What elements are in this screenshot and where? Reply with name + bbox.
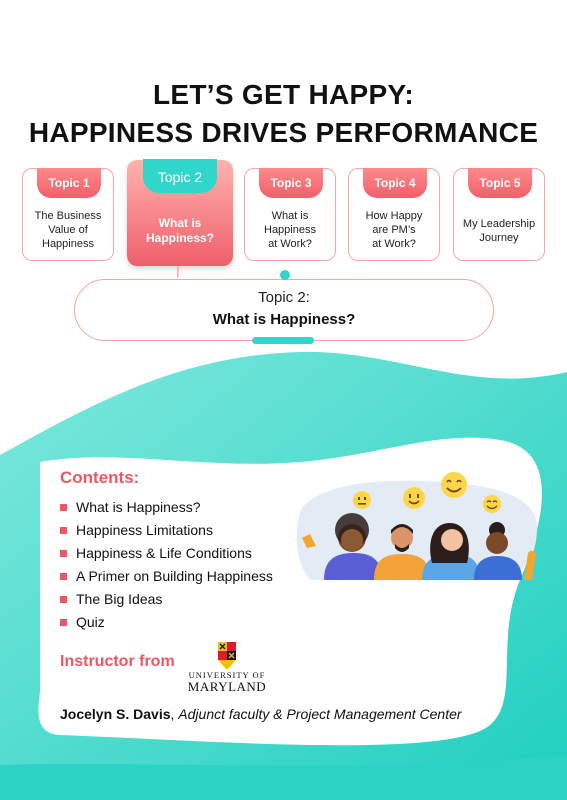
teal-bar-decoration — [252, 337, 314, 344]
topic-description: The Business Value of Happiness — [34, 210, 102, 250]
topic-connector-line — [177, 266, 179, 279]
topic-description: What is Happiness at Work? — [264, 210, 316, 250]
university-logo: UNIVERSITY OF MARYLAND — [186, 640, 268, 694]
contents-list: What is Happiness? Happiness Limitations… — [60, 496, 273, 634]
list-item: A Primer on Building Happiness — [60, 565, 273, 588]
topic-tab-label: Topic 1 — [37, 168, 101, 198]
topic-tab-label: Topic 3 — [259, 168, 323, 198]
topic-card-5[interactable]: Topic 5 My Leadership Journey — [453, 168, 545, 261]
list-item: Happiness & Life Conditions — [60, 542, 273, 565]
bullet-icon — [60, 619, 67, 626]
list-item: Quiz — [60, 611, 273, 634]
topic-card-3[interactable]: Topic 3 What is Happiness at Work? — [244, 168, 336, 261]
teal-dot-decoration — [280, 270, 290, 280]
topic-description: My Leadership Journey — [462, 218, 536, 244]
author-line: Jocelyn S. Davis, Adjunct faculty & Proj… — [60, 706, 462, 722]
bullet-icon — [60, 550, 67, 557]
logo-university-text: UNIVERSITY OF — [188, 670, 266, 680]
list-item: Happiness Limitations — [60, 519, 273, 542]
topic-card-1[interactable]: Topic 1 The Business Value of Happiness — [22, 168, 114, 261]
contents-heading: Contents: — [60, 468, 140, 487]
topic-card-2[interactable]: Topic 2 What is Happiness? — [127, 159, 233, 266]
bullet-icon — [60, 596, 67, 603]
list-item: The Big Ideas — [60, 588, 273, 611]
topic-tab-label: Topic 2 — [143, 159, 217, 193]
author-role: Adjunct faculty & Project Management Cen… — [178, 706, 462, 722]
page-title-line2: HAPPINESS DRIVES PERFORMANCE — [28, 117, 539, 148]
list-item: What is Happiness? — [60, 496, 273, 519]
emoji-icon — [353, 472, 501, 513]
bullet-icon — [60, 527, 67, 534]
maryland-shield-icon — [218, 642, 236, 670]
topic-tab-label: Topic 5 — [468, 168, 532, 198]
person-icon — [302, 513, 536, 580]
topic-description: How Happy are PM’s at Work? — [365, 210, 423, 250]
bullet-icon — [60, 573, 67, 580]
current-topic-number: Topic 2: — [258, 289, 310, 306]
author-name: Jocelyn S. Davis — [60, 706, 171, 722]
current-topic-title: What is Happiness? — [212, 311, 356, 328]
topic-tab-label: Topic 4 — [363, 168, 427, 198]
current-topic-panel — [74, 279, 494, 341]
page-title-line1: LET’S GET HAPPY: — [153, 79, 414, 110]
topic-description: What is Happiness? — [145, 216, 214, 245]
bullet-icon — [60, 504, 67, 511]
happy-people-illustration — [296, 472, 537, 580]
logo-maryland-text: MARYLAND — [187, 679, 267, 694]
topic-card-4[interactable]: Topic 4 How Happy are PM’s at Work? — [348, 168, 440, 261]
instructor-label: Instructor from — [60, 653, 175, 670]
